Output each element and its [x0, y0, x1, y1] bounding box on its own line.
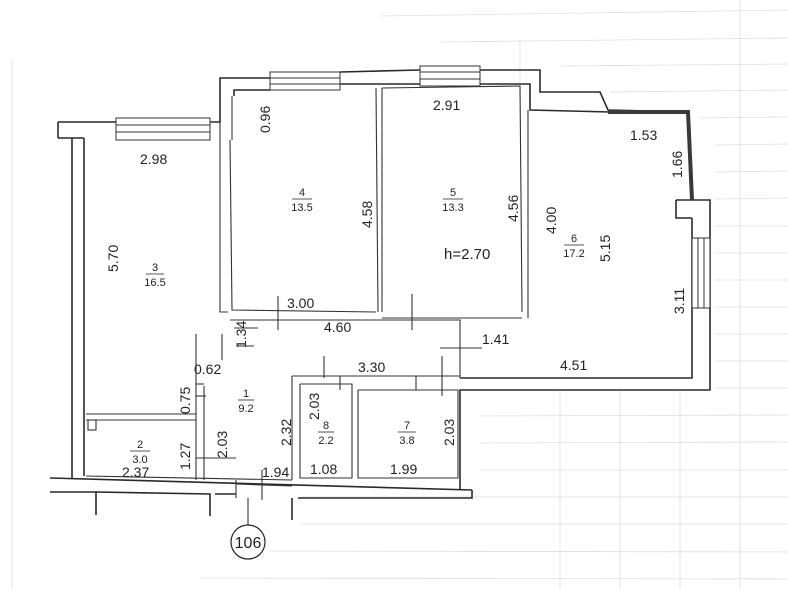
svg-text:13.3: 13.3 [442, 202, 463, 214]
dimension-label: 5.15 [597, 235, 613, 262]
room-2-label: 2 3.0 [130, 439, 150, 466]
svg-text:3.0: 3.0 [132, 454, 147, 466]
room-labels: 3 16.5 4 13.5 5 13.3 6 17.2 1 9.2 2 3.0 [130, 187, 585, 466]
room-7-label: 7 3.8 [398, 420, 416, 447]
dimension-label: 2.03 [214, 431, 230, 458]
dimension-label: 1.66 [669, 151, 685, 178]
plan-number: 106 [235, 535, 262, 552]
svg-text:3: 3 [152, 262, 158, 274]
svg-text:2: 2 [137, 439, 143, 451]
windows [115, 65, 711, 309]
room-8-label: 8 2.2 [318, 420, 334, 447]
dimension-label: 3.30 [358, 359, 385, 375]
svg-text:16.5: 16.5 [144, 277, 165, 289]
room-3-label: 3 16.5 [144, 262, 165, 289]
dimension-label: 0.62 [194, 361, 221, 377]
svg-text:4: 4 [299, 187, 305, 199]
dimension-label: 1.53 [630, 127, 657, 143]
dimension-label: 1.27 [177, 443, 193, 470]
dimension-label: 2.32 [278, 419, 294, 446]
ceiling-height-label: h=2.70 [444, 246, 490, 263]
dimension-label: 4.60 [324, 319, 351, 335]
room-4-label: 4 13.5 [291, 187, 312, 214]
dimension-label: 4.58 [359, 201, 375, 228]
dimension-label: 3.11 [671, 288, 687, 314]
svg-text:6: 6 [571, 233, 577, 245]
room-5-label: 5 13.3 [442, 187, 463, 214]
dimension-label: 1.34 [233, 321, 249, 348]
dimension-label: 4.51 [560, 357, 587, 373]
dimension-labels: 2.98 5.70 0.96 4.58 3.00 2.91 4.56 4.00 … [105, 97, 687, 480]
svg-text:2.2: 2.2 [318, 435, 333, 447]
dimension-label: 1.94 [262, 464, 289, 480]
dimension-label: 1.08 [310, 461, 337, 477]
dimension-label: 2.03 [441, 419, 457, 446]
dimension-label: 4.00 [543, 207, 559, 234]
svg-text:1: 1 [243, 388, 249, 400]
svg-text:5: 5 [450, 187, 456, 199]
svg-text:9.2: 9.2 [238, 403, 253, 415]
dimension-label: 1.99 [390, 461, 417, 477]
interior-walls [85, 85, 529, 498]
dimension-label: 5.70 [105, 245, 121, 272]
dimension-label: 0.75 [177, 387, 193, 414]
dimension-label: 0.96 [257, 106, 273, 133]
svg-text:3.8: 3.8 [399, 435, 414, 447]
svg-text:13.5: 13.5 [291, 202, 312, 214]
svg-text:17.2: 17.2 [563, 248, 584, 260]
dimension-label: 2.98 [140, 151, 167, 167]
balcony-railing [608, 110, 694, 201]
dimension-label: 4.56 [505, 195, 521, 222]
dimension-label: 2.91 [433, 97, 460, 113]
plan-number-marker: 106 [230, 498, 266, 560]
dimension-ticks [196, 294, 482, 500]
dimension-label: 2.03 [306, 393, 322, 420]
room-1-label: 1 9.2 [238, 388, 254, 415]
svg-text:7: 7 [404, 420, 410, 432]
svg-text:8: 8 [323, 420, 329, 432]
dimension-label: 1.41 [482, 331, 509, 347]
room-6-label: 6 17.2 [563, 233, 584, 260]
dimension-label: 3.00 [287, 295, 314, 311]
dimension-label: 2.37 [122, 464, 149, 480]
